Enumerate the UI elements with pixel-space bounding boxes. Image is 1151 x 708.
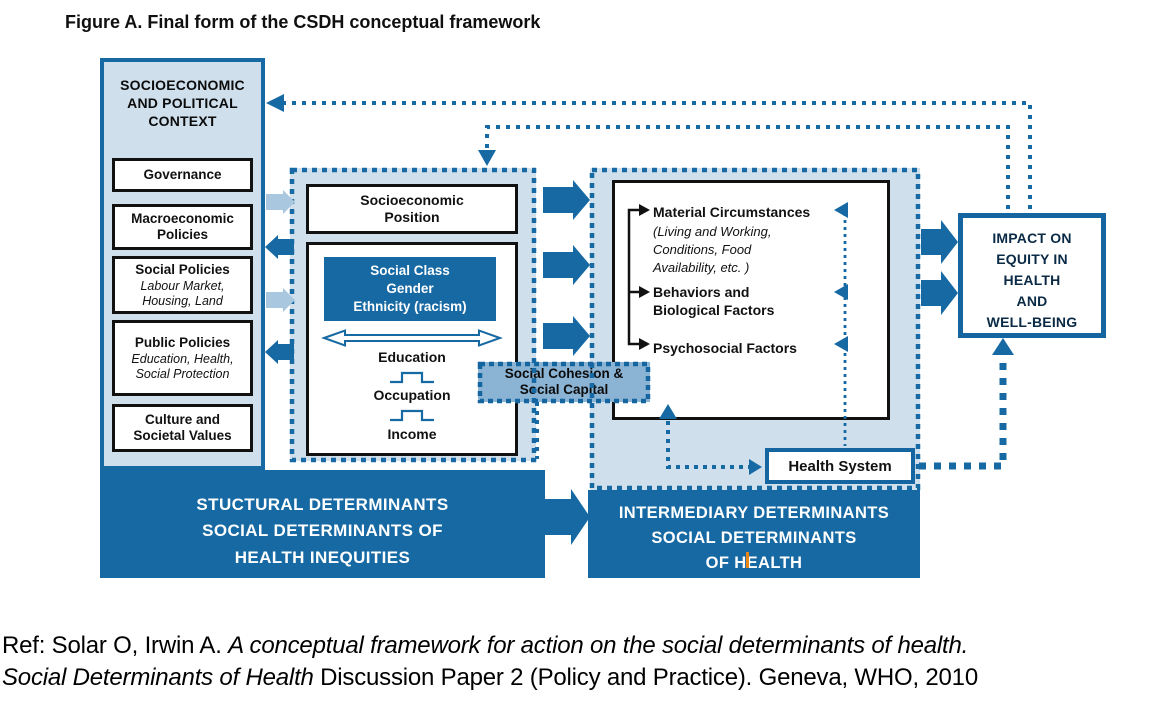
intermediary-factors-box: Material Circumstances (Living and Worki… xyxy=(612,180,890,420)
factor-material-sublabel: (Living and Working, Conditions, Food Av… xyxy=(653,224,772,276)
stratification-box: Social Class Gender Ethnicity (racism) E… xyxy=(306,242,518,456)
context-panel-header: SOCIOECONOMIC AND POLITICAL CONTEXT xyxy=(120,77,245,130)
context-item-label: Governance xyxy=(143,166,222,182)
position-to-intermediary-arrow xyxy=(543,245,590,285)
step-bracket-icon xyxy=(390,409,434,422)
context-item-public-policies: Public Policies Education, Health, Socia… xyxy=(112,320,253,396)
reference-text-italic: Social Determinants of Health xyxy=(2,664,314,691)
structural-to-intermediary-arrow xyxy=(545,489,590,545)
reference-text: Discussion Paper 2 (Policy and Practice)… xyxy=(313,664,978,691)
context-panel: SOCIOECONOMIC AND POLITICAL CONTEXT Gove… xyxy=(100,58,265,470)
context-item-label: Macroeconomic Policies xyxy=(131,210,234,242)
banner-line: SOCIAL DETERMINANTS xyxy=(651,528,857,547)
banner-line: INTERMEDIARY DETERMINANTS xyxy=(618,504,890,522)
ladder-income: Income xyxy=(387,426,437,442)
factor-psychosocial: Psychosocial Factors xyxy=(653,340,797,356)
health-system-box: Health System xyxy=(765,448,915,484)
reference-line-2: Social Determinants of Health Discussion… xyxy=(2,664,978,692)
social-class-box: Social Class Gender Ethnicity (racism) xyxy=(324,257,496,321)
banner-line: STUCTURAL DETERMINANTS xyxy=(196,495,449,514)
double-headed-arrow-icon xyxy=(321,329,503,347)
cursor-artifact xyxy=(746,552,749,568)
figure-title: Figure A. Final form of the CSDH concept… xyxy=(65,12,541,32)
banner-line: OF HEALTH xyxy=(705,553,803,572)
socioeconomic-position-box: Socioeconomic Position xyxy=(306,184,518,234)
structural-determinants-banner: STUCTURAL DETERMINANTS SOCIAL DETERMINAN… xyxy=(100,470,545,578)
reference-line-1: Ref: Solar O, Irwin A. A conceptual fram… xyxy=(2,632,968,660)
banner-line: HEALTH INEQUITIES xyxy=(234,547,411,567)
context-item-label: Public Policies xyxy=(134,335,231,351)
context-item-governance: Governance xyxy=(112,158,253,192)
intermediary-to-impact-arrow xyxy=(921,271,958,315)
banner-line: SOCIAL DETERMINANTS OF xyxy=(202,521,443,541)
position-to-intermediary-arrow xyxy=(543,316,590,356)
factor-behaviors-biological: Behaviors and Biological Factors xyxy=(653,284,775,319)
context-item-label: Social Policies xyxy=(135,262,230,278)
context-item-culture-values: Culture and Societal Values xyxy=(112,404,253,452)
factor-material-circumstances: Material Circumstances xyxy=(653,204,811,220)
social-cohesion-box: Social Cohesion & Social Capital xyxy=(478,362,650,402)
impact-box: IMPACT ON EQUITY IN HEALTH AND WELL-BEIN… xyxy=(958,213,1106,338)
intermediary-determinants-banner: INTERMEDIARY DETERMINANTS SOCIAL DETERMI… xyxy=(588,490,920,578)
context-item-sublabel: Labour Market, Housing, Land xyxy=(140,279,225,308)
reference-text-italic: A conceptual framework for action on the… xyxy=(228,632,969,659)
context-item-macroeconomic-policies: Macroeconomic Policies xyxy=(112,204,253,250)
step-bracket-icon xyxy=(390,371,434,384)
position-to-intermediary-arrow xyxy=(543,180,590,220)
intermediary-to-impact-arrow xyxy=(921,220,958,264)
socioeconomic-position-panel: Socioeconomic Position Social Class Gend… xyxy=(290,168,536,461)
context-item-label: Culture and Societal Values xyxy=(133,411,232,443)
health-system-to-impact-arrow xyxy=(919,338,1014,470)
reference-text: Ref: Solar O, Irwin A. xyxy=(2,632,229,659)
context-item-sublabel: Education, Health, Social Protection xyxy=(131,352,234,381)
context-item-social-policies: Social Policies Labour Market, Housing, … xyxy=(112,256,253,314)
